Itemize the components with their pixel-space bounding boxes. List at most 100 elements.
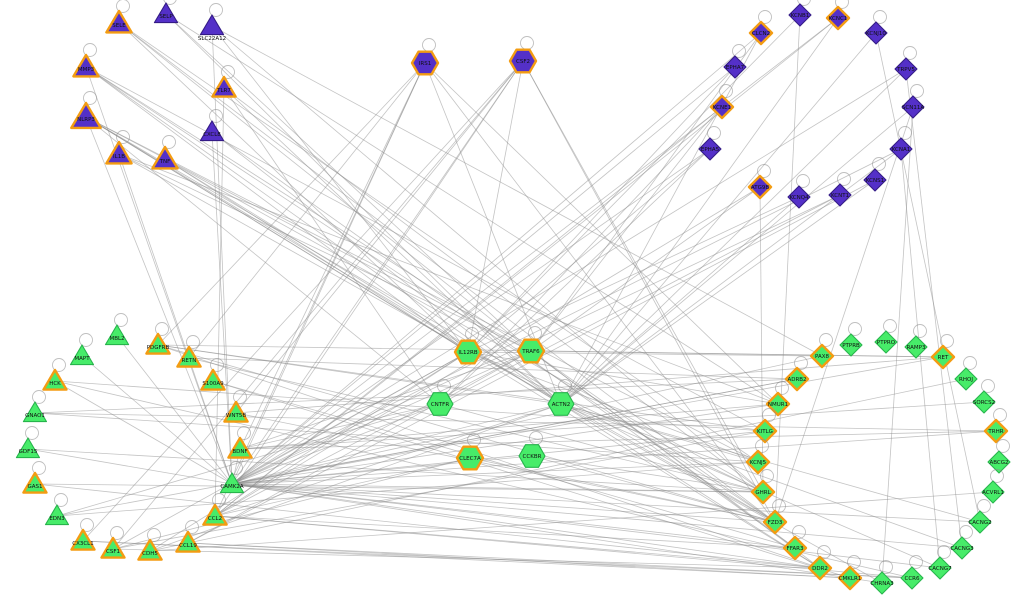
diamond-shape-TRPV5 [894,57,918,81]
node-MAPT[interactable]: MAPT [69,333,95,366]
node-CACNG7[interactable]: CACNG7 [928,545,952,580]
self-loop-EPHA7 [732,44,746,58]
node-PAX8[interactable]: PAX8 [809,333,835,369]
edge-GDF15-CAMK2A [27,448,233,485]
edge-CAMK2A-CHRNA3 [231,483,883,584]
edge-TNF-GHRL [164,158,764,493]
node-ABCG2[interactable]: ABCG2 [987,439,1011,474]
node-TNF[interactable]: TNF [151,135,179,170]
self-loop-TRAF6 [528,326,542,340]
node-CX3CL1[interactable]: CX3CL1 [70,518,96,551]
node-CSF2[interactable]: CSF2 [508,36,538,74]
node-GNAO1[interactable]: GNAO1 [22,390,48,423]
node-SCN11A[interactable]: SCN11A [901,84,925,119]
triangle-shape-MAPT [69,344,95,366]
node-GAS1[interactable]: GAS1 [22,461,48,494]
node-RAMP3[interactable]: RAMP3 [904,324,928,359]
edge-SCN11A-CHRNA3 [881,106,914,584]
edge-TRPV5-CAMK2A [231,68,907,485]
node-CCL19[interactable]: CCL19 [175,520,201,553]
edge-CDH5-ACVRL1 [149,491,994,552]
triangle-shape-WNT5B [223,400,249,423]
node-FZD3[interactable]: FZD3 [762,499,788,535]
self-loop-CCL19 [185,520,199,534]
diamond-shape-CACNG7 [928,556,952,580]
triangle-shape-CXCL8 [199,120,225,142]
node-TRPV5[interactable]: TRPV5 [894,46,918,81]
triangle-shape-CX3CL1 [70,528,96,551]
node-ACVRL1[interactable]: ACVRL1 [981,469,1005,504]
self-loop-RETN [186,335,200,349]
triangle-shape-PDGFRB [145,332,171,355]
node-MMP3[interactable]: MMP3 [72,43,100,78]
edge-TRAF6-BDNF [239,350,532,450]
node-CACNG2[interactable]: CACNG2 [968,499,992,534]
node-SELP[interactable]: SELP [153,0,179,24]
node-CLCN2[interactable]: CLCN2 [748,10,774,46]
node-RET[interactable]: RET [930,334,956,370]
self-loop-ABCG2 [996,439,1010,453]
self-loop-FFAR3 [792,525,806,539]
diamond-shape-CCR6 [900,566,924,590]
node-KCNB1[interactable]: KCNB1 [788,0,812,27]
node-KCNJ10[interactable]: KCNJ10 [864,10,888,45]
node-CXCL8[interactable]: CXCL8 [199,109,225,142]
edge-SELE-TRAF6 [118,22,532,352]
node-SORCS2[interactable]: SORCS2 [972,379,996,414]
edge-ACTN2-CACNG3 [560,403,963,549]
edge-IRS1-RETN [188,62,426,359]
node-TRAF6[interactable]: TRAF6 [516,326,546,364]
edge-GAS1-GHRL [34,483,764,493]
self-loop-NMUR1 [775,381,789,395]
node-TLR7[interactable]: TLR7 [211,65,237,98]
node-PTPRB[interactable]: PTPRB [839,322,863,357]
node-SELE[interactable]: SELE [105,0,133,34]
diamond-shape-FFAR3 [782,535,808,561]
diamond-shape-KCNJ10 [864,21,888,45]
node-CLEC7A[interactable]: CLEC7A [455,433,485,471]
edge-CNTFR-CAMK2A [231,403,441,485]
edge-CSF2-CAMK2A [231,60,524,485]
node-TRHR[interactable]: TRHR [983,408,1009,444]
node-EDN3[interactable]: EDN3 [44,493,70,526]
node-RHOJ[interactable]: RHOJ [954,356,978,391]
node-KCNA1[interactable]: KCNA1 [889,126,913,161]
edge-ACTN2-CHRNA3 [560,403,883,584]
edge-RETN-GHRL [188,357,764,493]
edge-ATG9B-CCL2 [214,186,761,517]
edge-KCNQ4-ACTN2 [560,196,800,405]
node-CACNG3[interactable]: CACNG3 [950,525,974,560]
edge-MMP3-IL12RB [85,66,469,353]
diamond-shape-KCNQ4 [787,185,811,209]
self-loop-PTPRO [883,319,897,333]
edge-WNT5B-FZD3 [235,412,776,523]
diamond-shape-TRHR [983,418,1009,444]
self-loop-KCNT1 [837,172,851,186]
node-SLC22A12[interactable]: SLC22A12 [198,3,226,43]
node-NLRP3[interactable]: NLRP3 [70,91,102,130]
hexagon-shape-ACTN2 [547,392,575,416]
node-MBL2[interactable]: MBL2 [104,313,130,346]
self-loop-SLC22A12 [209,3,223,17]
self-loop-SELE [116,0,130,13]
self-loop-CX3CL1 [80,518,94,532]
node-PTPRO[interactable]: PTPRO [874,319,898,354]
node-CCR6[interactable]: CCR6 [900,555,924,590]
edge-CCL2-DDR2 [214,515,821,569]
self-loop-IRS1 [422,38,436,52]
node-GDF15[interactable]: GDF15 [15,426,41,459]
node-PDGFRB[interactable]: PDGFRB [145,322,171,355]
edge-HCK-CAMK2A [54,380,233,485]
self-loop-BDNF [237,426,251,440]
diamond-shape-SCN11A [901,95,925,119]
edge-EDN3-KCNJ5 [56,461,759,517]
node-CCKBR[interactable]: CCKBR [518,431,546,468]
edge-SLC22A12-PAX8 [211,25,823,357]
self-loop-CDH5 [147,528,161,542]
edge-CAMK2A-KCNJ5 [231,461,759,485]
edge-IL12RB-CSF1 [112,351,469,550]
node-HCK[interactable]: HCK [42,358,68,391]
edge-SLC22A12-GHRL [211,25,764,493]
node-IRS1[interactable]: IRS1 [410,38,440,76]
